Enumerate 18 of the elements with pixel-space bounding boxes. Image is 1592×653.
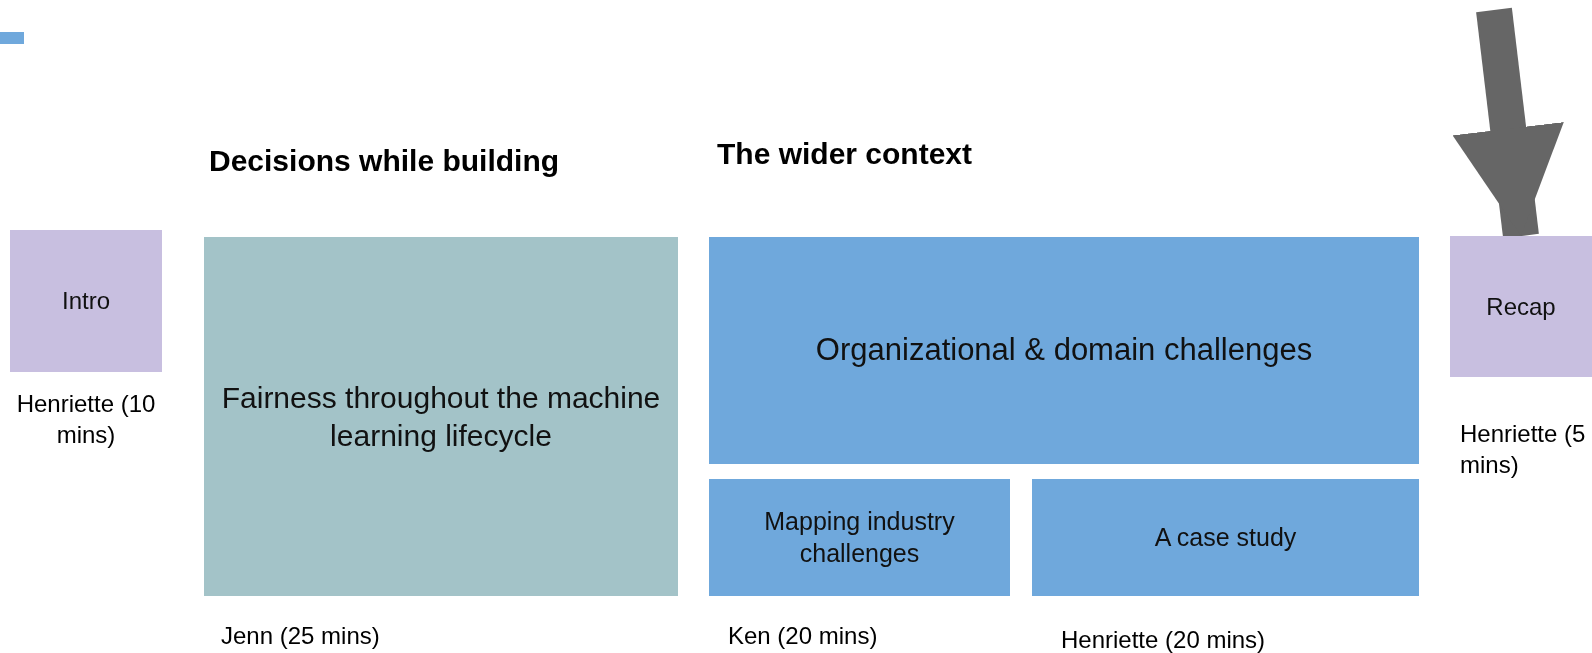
speaker-duration: Henriette (10 mins) xyxy=(15,389,157,451)
session-title: Intro xyxy=(62,286,110,316)
speaker-duration: Ken (20 mins) xyxy=(728,621,879,651)
session-title: Fairness throughout the machine learning lifecycle xyxy=(220,380,662,454)
speaker-duration: Jenn (25 mins) xyxy=(221,621,381,651)
session-box xyxy=(1450,236,1592,377)
session-box xyxy=(1032,479,1419,596)
session-title: Recap xyxy=(1486,291,1556,322)
session-box xyxy=(10,230,162,372)
speaker-duration: Henriette (5 mins) xyxy=(1460,419,1587,481)
section-heading: Decisions while building xyxy=(209,143,560,179)
session-title: A case study xyxy=(1154,521,1297,553)
speaker-duration: Henriette (20 mins) xyxy=(1061,625,1267,653)
session-box xyxy=(709,479,1010,596)
session-title: Organizational & domain challenges xyxy=(815,331,1313,370)
section-heading: The wider context xyxy=(717,136,973,172)
arrow xyxy=(1452,7,1564,239)
session-title: Mapping industry challenges xyxy=(763,506,956,569)
